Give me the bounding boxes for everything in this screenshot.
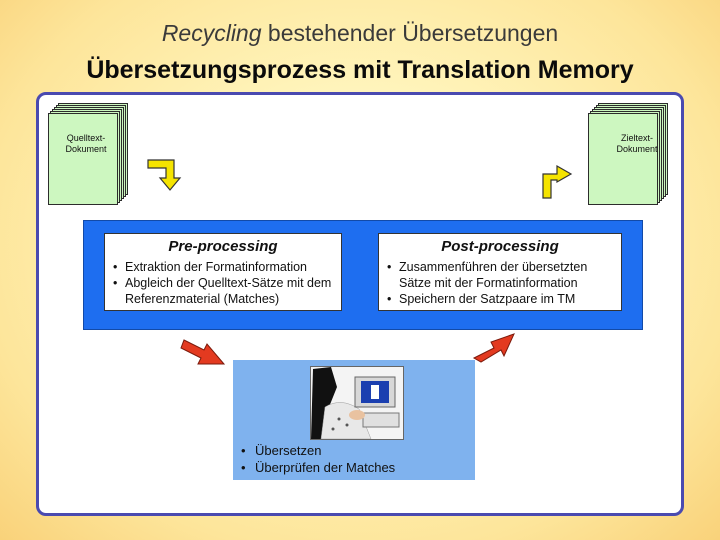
title-italic: Recycling [161, 20, 262, 46]
title-rest: bestehender Übersetzungen [261, 20, 559, 46]
document-sheet [48, 113, 118, 205]
pre-processing-list: Extraktion der Formatinformation Abgleic… [111, 259, 335, 307]
document-sheet [588, 113, 658, 205]
translation-box: Übersetzen Überprüfen der Matches [233, 360, 475, 480]
post-processing-list: Zusammenführen der übersetzten Sätze mit… [385, 259, 615, 307]
page-title: Recycling bestehender Übersetzungen [0, 20, 720, 47]
target-document-stack: Zieltext-Dokument [588, 103, 668, 205]
pre-processing-title: Pre-processing [168, 238, 278, 255]
translation-list: Übersetzen Überprüfen der Matches [239, 442, 395, 476]
post-processing-box: Post-processing Zusammenführen der übers… [378, 233, 622, 311]
list-item: Abgleich der Quelltext-Sätze mit dem Ref… [111, 275, 335, 307]
corner-arrow-up-icon [542, 164, 573, 199]
pre-processing-box: Pre-processing Extraktion der Formatinfo… [104, 233, 342, 311]
translator-photo [310, 366, 404, 440]
red-arrow-down-icon [180, 339, 226, 365]
translator-illustration-icon [311, 367, 403, 440]
page-subtitle: Übersetzungsprozess mit Translation Memo… [86, 56, 634, 84]
source-document-stack: Quelltext-Dokument [48, 103, 128, 205]
corner-arrow-down-icon [147, 159, 182, 191]
list-item: Überprüfen der Matches [239, 459, 395, 476]
list-item: Zusammenführen der übersetzten Sätze mit… [385, 259, 615, 291]
target-document-label: Zieltext-Dokument [616, 133, 658, 154]
list-item: Speichern der Satzpaare im TM [385, 291, 615, 307]
list-item: Übersetzen [239, 442, 395, 459]
list-item: Extraktion der Formatinformation [111, 259, 335, 275]
red-arrow-up-icon [472, 333, 515, 363]
post-processing-title: Post-processing [441, 238, 559, 255]
source-document-label: Quelltext-Dokument [65, 133, 107, 154]
